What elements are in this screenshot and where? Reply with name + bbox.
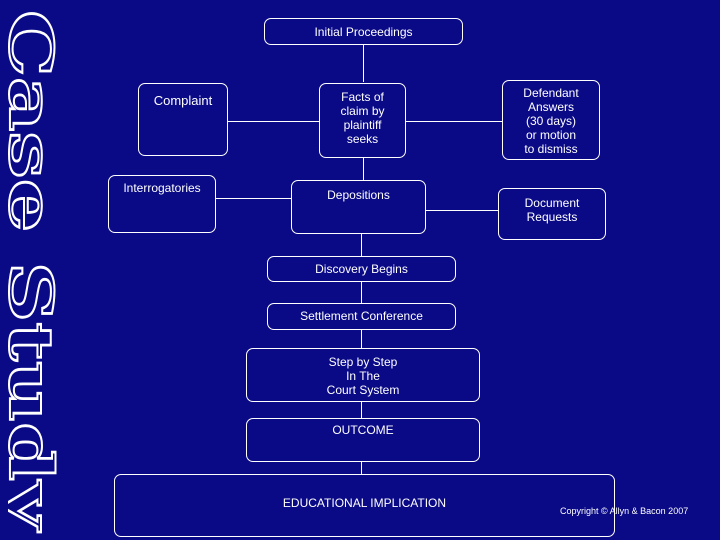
node-complaint-label: Complaint <box>153 93 213 108</box>
sidebar-title-text: Case Study <box>8 10 65 533</box>
connector-depositions-to-document <box>426 210 498 211</box>
node-settlement-label: Settlement Conference <box>300 309 423 323</box>
node-facts-label: Facts of claim by plaintiff seeks <box>340 90 385 146</box>
node-complaint: Complaint <box>138 83 228 156</box>
node-initial-proceedings-label: Initial Proceedings <box>314 25 413 39</box>
node-interrogatories: Interrogatories <box>108 175 216 233</box>
connector-complaint-to-facts <box>228 121 319 122</box>
node-defendant: Defendant Answers (30 days) or motion to… <box>502 80 600 160</box>
node-step-label: Step by Step In The Court System <box>326 355 400 397</box>
node-educational: EDUCATIONAL IMPLICATION <box>114 474 615 537</box>
connector-outcome-to-educational <box>361 456 362 474</box>
connector-discovery-to-settlement <box>361 282 362 303</box>
node-defendant-label: Defendant Answers (30 days) or motion to… <box>523 86 579 156</box>
node-outcome: OUTCOME <box>246 418 480 462</box>
sidebar-title: Case Study <box>8 9 66 534</box>
node-facts: Facts of claim by plaintiff seeks <box>319 83 406 158</box>
connector-settlement-to-step <box>361 330 362 348</box>
node-educational-label: EDUCATIONAL IMPLICATION <box>282 496 447 510</box>
connector-depositions-to-discovery <box>361 234 362 256</box>
connector-facts-to-defendant <box>406 121 502 122</box>
node-interrogatories-label: Interrogatories <box>123 181 201 195</box>
node-step: Step by Step In The Court System <box>246 348 480 402</box>
node-settlement: Settlement Conference <box>267 303 456 330</box>
node-initial-proceedings: Initial Proceedings <box>264 18 463 45</box>
connector-facts-to-depositions <box>363 158 364 180</box>
node-discovery: Discovery Begins <box>267 256 456 282</box>
node-depositions-label: Depositions <box>327 188 390 202</box>
connector-initial-to-facts <box>363 44 364 82</box>
node-outcome-label: OUTCOME <box>332 423 394 437</box>
connector-step-to-outcome <box>361 402 362 418</box>
node-document-requests: Document Requests <box>498 188 606 240</box>
connector-interrogatories-to-depositions <box>216 198 291 199</box>
node-depositions: Depositions <box>291 180 426 234</box>
node-discovery-label: Discovery Begins <box>315 262 408 276</box>
copyright-text: Copyright © Allyn & Bacon 2007 <box>560 506 689 516</box>
node-document-requests-label: Document Requests <box>524 196 580 224</box>
